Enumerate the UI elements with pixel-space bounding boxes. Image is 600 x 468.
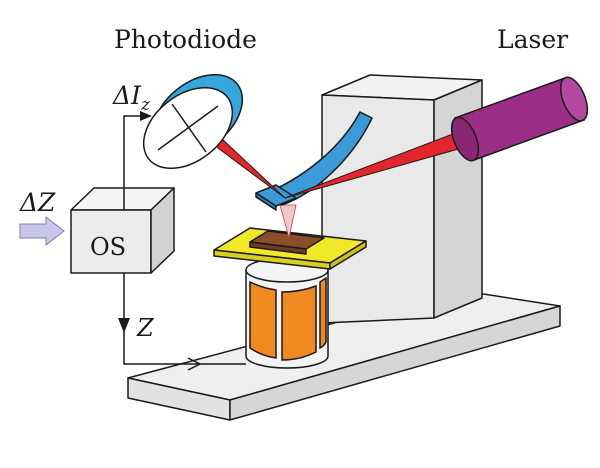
delta-iz-arrow <box>140 111 152 121</box>
photodiode <box>142 73 244 170</box>
feedback-wiring <box>123 115 246 365</box>
base-plate <box>127 289 561 421</box>
z-label: Z <box>136 314 155 342</box>
probe-tip <box>279 204 297 239</box>
delta-z-input-arrow <box>19 215 65 247</box>
laser-label: Laser <box>497 25 568 54</box>
scanner-input-arrow <box>187 357 202 371</box>
delta-iz-text: ΔI <box>112 81 142 110</box>
cantilever <box>255 111 373 211</box>
delta-iz-label: ΔIz <box>112 81 151 115</box>
sample-stage <box>213 227 367 270</box>
laser-source <box>450 76 589 162</box>
os-label: OS <box>90 233 126 261</box>
support-block <box>321 74 483 324</box>
piezo-scanner <box>245 257 329 369</box>
delta-iz-subscript: z <box>140 95 151 115</box>
z-output-arrow <box>118 318 130 333</box>
delta-z-label: ΔZ <box>19 188 56 217</box>
photodiode-label: Photodiode <box>114 25 257 54</box>
os-controller-box <box>70 187 175 274</box>
